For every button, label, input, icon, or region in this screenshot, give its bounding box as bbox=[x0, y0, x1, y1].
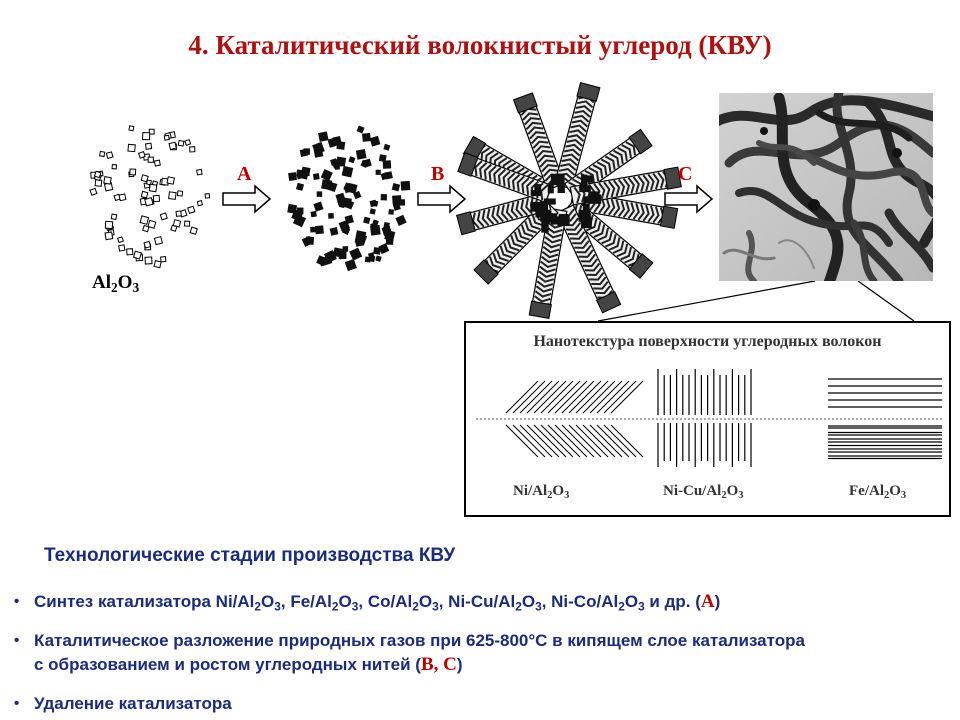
text-fragment: Удаление катализатора bbox=[34, 694, 232, 713]
stage-item-text: Каталитическое разложение природных газо… bbox=[34, 629, 805, 677]
text-fragment: ) bbox=[714, 592, 721, 611]
text-fragment: 2 bbox=[254, 599, 262, 614]
arrow-c-label: C bbox=[678, 163, 692, 185]
platelet-structure bbox=[828, 378, 942, 460]
carbon-fibers-micrograph bbox=[719, 93, 933, 281]
herringbone-structure bbox=[505, 380, 644, 458]
stage-item-text: Синтез катализатора Ni/Al2O3, Fe/Al2O3, … bbox=[34, 590, 720, 614]
arrow-c: C bbox=[664, 163, 714, 214]
nanotexture-panel: Нанотекстура поверхности углеродных воло… bbox=[464, 321, 951, 517]
support-particles-image bbox=[89, 125, 211, 269]
text-fragment: 3 bbox=[638, 599, 645, 614]
support-label: Al2O3 bbox=[92, 272, 140, 295]
stage-item-3: • Удаление катализатора bbox=[14, 692, 232, 716]
arrow-a-label: A bbox=[237, 163, 252, 185]
catalyst-label-ni: Ni/Al2O3 bbox=[513, 483, 570, 502]
stage-item-2: • Каталитическое разложение природных газ… bbox=[14, 629, 805, 677]
text-fragment: 3 bbox=[535, 599, 542, 614]
text-fragment: O bbox=[624, 592, 639, 611]
bullet-icon: • bbox=[14, 632, 20, 649]
bullet-icon: • bbox=[14, 593, 20, 610]
nanotexture-diagrams bbox=[476, 369, 944, 467]
text-fragment: 2 bbox=[618, 599, 625, 614]
text-fragment: 3 bbox=[351, 599, 359, 614]
text-fragment: 3 bbox=[432, 599, 439, 614]
text-fragment: O bbox=[338, 592, 352, 611]
zoom-line-right bbox=[857, 280, 915, 322]
nanotexture-title: Нанотекстура поверхности углеродных воло… bbox=[533, 333, 882, 350]
text-fragment: O bbox=[521, 592, 536, 611]
text-fragment: Каталитическое разложение природных газо… bbox=[34, 631, 805, 650]
arrow-a: A bbox=[222, 163, 272, 214]
text-fragment: A bbox=[700, 591, 715, 612]
slide-title: 4. Каталитический волокнистый углерод (К… bbox=[188, 30, 772, 60]
text-fragment: , Co/Al bbox=[358, 592, 413, 611]
stage-item-text: Удаление катализатора bbox=[34, 692, 232, 716]
stage-item-1: •Синтез катализатора Ni/Al2O3, Fe/Al2O3,… bbox=[14, 590, 720, 614]
catalyst-label-fe: Fe/Al2O3 bbox=[849, 483, 907, 502]
text-fragment: , Ni-Co/Al bbox=[541, 592, 619, 611]
text-fragment: O bbox=[418, 592, 433, 611]
text-fragment: Синтез катализатора Ni/Al bbox=[34, 592, 255, 611]
text-fragment: ) bbox=[456, 655, 463, 674]
catalyst-particles-image bbox=[287, 125, 411, 272]
stacked-cone-structure bbox=[657, 369, 752, 467]
bullet-icon: • bbox=[14, 695, 20, 712]
text-fragment: 2 bbox=[331, 599, 339, 614]
text-fragment: , Ni-Cu/Al bbox=[438, 592, 516, 611]
text-fragment: B, C bbox=[420, 654, 457, 675]
text-fragment: 2 bbox=[515, 599, 522, 614]
zoom-line-left bbox=[597, 280, 816, 322]
process-scheme: A B C bbox=[89, 81, 915, 322]
text-fragment: O bbox=[261, 592, 275, 611]
catalyst-label-nicu: Ni-Cu/Al2O3 bbox=[663, 483, 744, 502]
text-fragment: , Fe/Al bbox=[280, 592, 332, 611]
text-fragment: с образованием и ростом углеродных нитей… bbox=[34, 655, 421, 674]
text-fragment: 3 bbox=[274, 599, 281, 614]
fiber-growth-image bbox=[456, 81, 682, 320]
text-fragment: и др. ( bbox=[644, 592, 701, 611]
arrow-b-label: B bbox=[431, 163, 444, 185]
stages-heading: Технологические стадии производства КВУ bbox=[44, 545, 456, 566]
arrow-b: B bbox=[417, 163, 467, 214]
text-fragment: 2 bbox=[412, 599, 419, 614]
